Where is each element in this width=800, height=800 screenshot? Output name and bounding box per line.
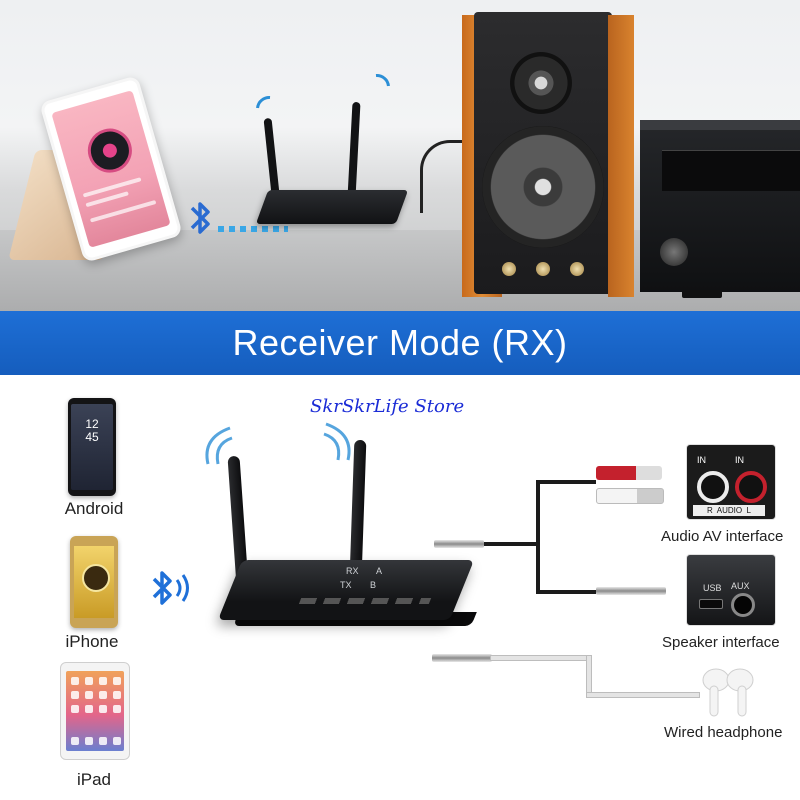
tweeter — [510, 52, 572, 114]
speaker-port: USB AUX — [686, 554, 776, 626]
woofer — [482, 126, 604, 248]
bluetooth-icon — [150, 568, 198, 619]
usb-port — [699, 599, 723, 609]
device-label-iphone: iPhone — [65, 632, 119, 651]
wifi-icon — [205, 426, 233, 465]
rca-plug-white — [596, 488, 664, 504]
rca-plug-red — [596, 466, 662, 480]
headphone-jack — [432, 654, 492, 662]
store-watermark: SkrSkrLife Store — [310, 396, 465, 417]
b-label: B — [370, 580, 377, 590]
amplifier-knob — [660, 238, 688, 266]
output-label-speaker: Speaker interface — [662, 634, 780, 651]
rca-port-white — [697, 471, 729, 503]
ipad-screen — [66, 671, 124, 751]
receiver-device-small — [255, 190, 409, 224]
wifi-icon — [250, 90, 288, 128]
a-label: A — [376, 566, 383, 576]
audio-av-port: IN IN R AUDIO L — [686, 444, 776, 520]
ipad — [60, 662, 130, 760]
rca-port-red — [735, 471, 767, 503]
antenna-right — [347, 101, 361, 199]
bookshelf-speaker — [474, 12, 612, 294]
signal-dots — [218, 226, 288, 232]
wifi-icon — [323, 422, 351, 461]
output-label-av: Audio AV interface — [661, 528, 784, 545]
mode-title: Receiver Mode (RX) — [232, 322, 568, 363]
audio-cable — [420, 140, 493, 213]
music-disc-icon — [82, 564, 110, 592]
iphone — [70, 536, 118, 628]
bluetooth-icon — [186, 198, 214, 238]
rx-label: RX — [346, 566, 359, 576]
wifi-icon — [358, 68, 396, 106]
output-label-headphone: Wired headphone — [664, 724, 783, 741]
device-label-android: Android — [64, 499, 124, 518]
top-scene-photo — [0, 0, 800, 318]
speaker-side — [608, 15, 634, 297]
amplifier — [640, 120, 800, 292]
amplifier-display — [662, 150, 800, 191]
device-label-ipad: iPad — [76, 770, 112, 789]
iphone-screen — [74, 546, 114, 618]
audio-jack — [434, 540, 484, 548]
mode-banner — [0, 311, 800, 375]
music-disc-icon — [82, 123, 138, 178]
tx-label: TX — [340, 580, 352, 590]
aux-port — [731, 593, 755, 617]
earphones — [696, 662, 762, 720]
aux-jack — [596, 587, 666, 595]
receiver-buttons — [298, 598, 432, 604]
